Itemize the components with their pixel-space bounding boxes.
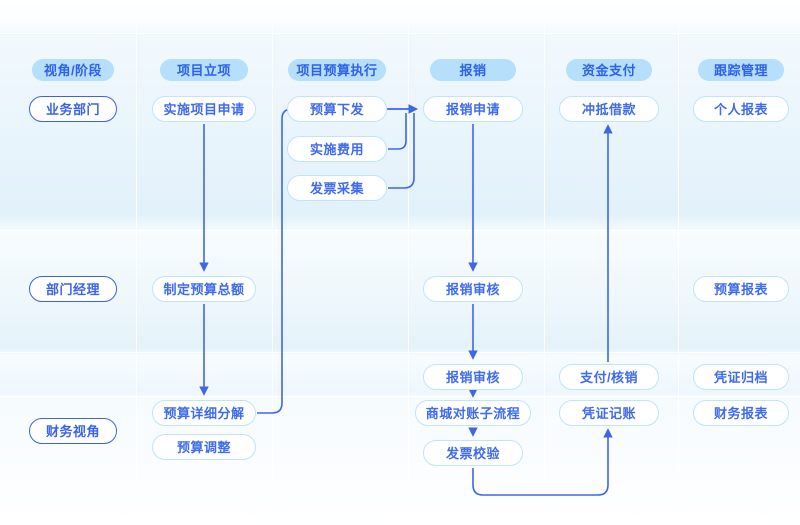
column-divider-3 xyxy=(408,0,409,525)
node-invoice-collection[interactable]: 发票采集 xyxy=(287,175,387,201)
column-header-budget: 项目预算执行 xyxy=(288,59,386,81)
column-header-tracking: 跟踪管理 xyxy=(698,59,784,81)
edge-n6-merge xyxy=(388,113,407,150)
column-header-expense: 报销 xyxy=(430,59,516,81)
node-implement-project-application[interactable]: 实施项目申请 xyxy=(152,96,256,122)
column-header-initiate: 项目立项 xyxy=(160,59,248,81)
node-reimbursement-review-finance[interactable]: 报销审核 xyxy=(423,364,523,390)
node-mall-reconciliation-subflow[interactable]: 商城对账子流程 xyxy=(415,400,531,426)
node-voucher-archive[interactable]: 凭证归档 xyxy=(693,364,789,390)
node-budget-detail-breakdown[interactable]: 预算详细分解 xyxy=(152,400,256,426)
column-divider-5 xyxy=(678,0,679,525)
column-divider-1 xyxy=(136,0,137,525)
node-voucher-bookkeeping[interactable]: 凭证记账 xyxy=(559,400,659,426)
node-offset-loan[interactable]: 冲抵借款 xyxy=(559,96,659,122)
header-divider xyxy=(0,33,800,34)
node-budget-adjustment[interactable]: 预算调整 xyxy=(152,434,256,460)
column-header-role: 视角/阶段 xyxy=(32,59,114,81)
row-divider-1 xyxy=(0,230,800,231)
node-invoice-verification[interactable]: 发票校验 xyxy=(423,440,523,466)
edge-n7-merge xyxy=(388,113,415,189)
row-divider-3 xyxy=(0,396,800,397)
column-divider-2 xyxy=(272,0,273,525)
node-financial-report[interactable]: 财务报表 xyxy=(693,400,789,426)
node-set-budget-total[interactable]: 制定预算总额 xyxy=(152,276,256,302)
node-budget-report[interactable]: 预算报表 xyxy=(693,276,789,302)
role-pill-manager[interactable]: 部门经理 xyxy=(29,276,117,302)
node-payment-writeoff[interactable]: 支付/核销 xyxy=(559,364,659,390)
role-pill-business[interactable]: 业务部门 xyxy=(29,96,117,122)
column-divider-4 xyxy=(544,0,545,525)
node-reimbursement-application[interactable]: 报销申请 xyxy=(423,96,523,122)
row-divider-2 xyxy=(0,352,800,353)
column-header-payment: 资金支付 xyxy=(566,59,652,81)
node-implementation-cost[interactable]: 实施费用 xyxy=(287,136,387,162)
node-budget-issuance[interactable]: 预算下发 xyxy=(287,96,387,122)
node-reimbursement-review-manager[interactable]: 报销审核 xyxy=(423,276,523,302)
node-personal-report[interactable]: 个人报表 xyxy=(693,96,789,122)
role-pill-finance[interactable]: 财务视角 xyxy=(29,418,117,444)
